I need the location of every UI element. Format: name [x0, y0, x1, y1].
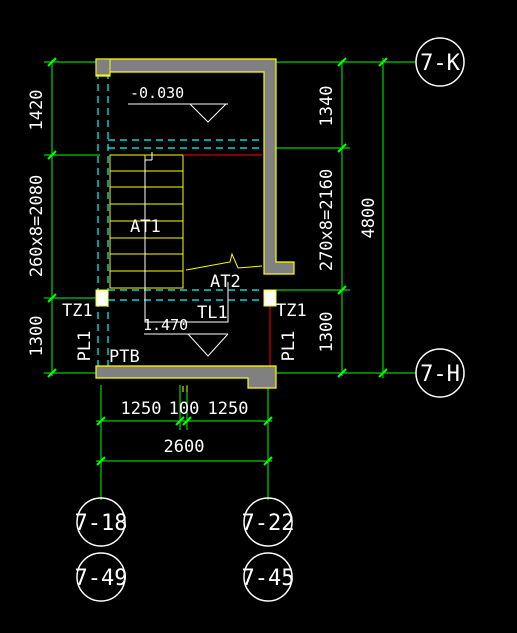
walls	[95, 58, 295, 389]
dim-bottom-c: 1250	[208, 399, 249, 419]
flight-label-at2: AT2	[210, 272, 241, 292]
axis-bubble-7K	[415, 37, 465, 87]
dim-left-mid: 260x8=2080	[27, 175, 47, 277]
column-left	[95, 289, 109, 307]
dimension-lines	[44, 58, 416, 500]
dim-overall-right: 4800	[359, 198, 379, 239]
wall-label-left: PL1	[75, 331, 95, 362]
dim-right-mid: 270x8=2160	[317, 169, 337, 271]
elevation-mid: 1.470	[143, 316, 188, 334]
elevation-top: -0.030	[130, 84, 184, 102]
flight-label-at1: AT1	[130, 217, 161, 237]
dim-bottom-total: 2600	[164, 437, 205, 457]
platform-label-ptb: PTB	[109, 347, 140, 367]
dim-right-top: 1340	[317, 86, 337, 127]
axis-bubble-7-22	[243, 497, 293, 547]
axis-bubbles	[76, 37, 465, 602]
walking-line	[144, 152, 229, 323]
dim-right-bot: 1300	[317, 312, 337, 353]
dim-bottom-a: 1250	[121, 399, 162, 419]
axis-bubble-7-49	[76, 552, 126, 602]
axis-bubble-7H	[415, 348, 465, 398]
dimension-ticks	[47, 57, 388, 466]
axis-bubble-7-45	[243, 552, 293, 602]
elevation-markers	[128, 103, 229, 357]
axis-label-7-45: 7-45	[242, 566, 295, 591]
wall-label-right: PL1	[279, 331, 299, 362]
axis-label-7-49: 7-49	[75, 566, 128, 591]
beam-dashed-lines	[97, 72, 264, 368]
axis-label-7-18: 7-18	[75, 511, 128, 536]
axis-label-7K: 7-K	[420, 51, 460, 76]
dim-bottom-b: 100	[169, 399, 200, 419]
column-right	[263, 289, 277, 307]
red-edge-lines	[183, 154, 271, 366]
dim-left-top: 1420	[27, 90, 47, 131]
dim-left-bot: 1300	[27, 316, 47, 357]
wall-lines	[182, 386, 188, 392]
column-label-right: TZ1	[276, 301, 307, 321]
beam-label-tl1: TL1	[197, 303, 228, 323]
axis-label-7-22: 7-22	[242, 511, 295, 536]
axis-bubble-7-18	[76, 497, 126, 547]
column-label-left: TZ1	[62, 301, 93, 321]
axis-label-7H: 7-H	[420, 362, 460, 387]
